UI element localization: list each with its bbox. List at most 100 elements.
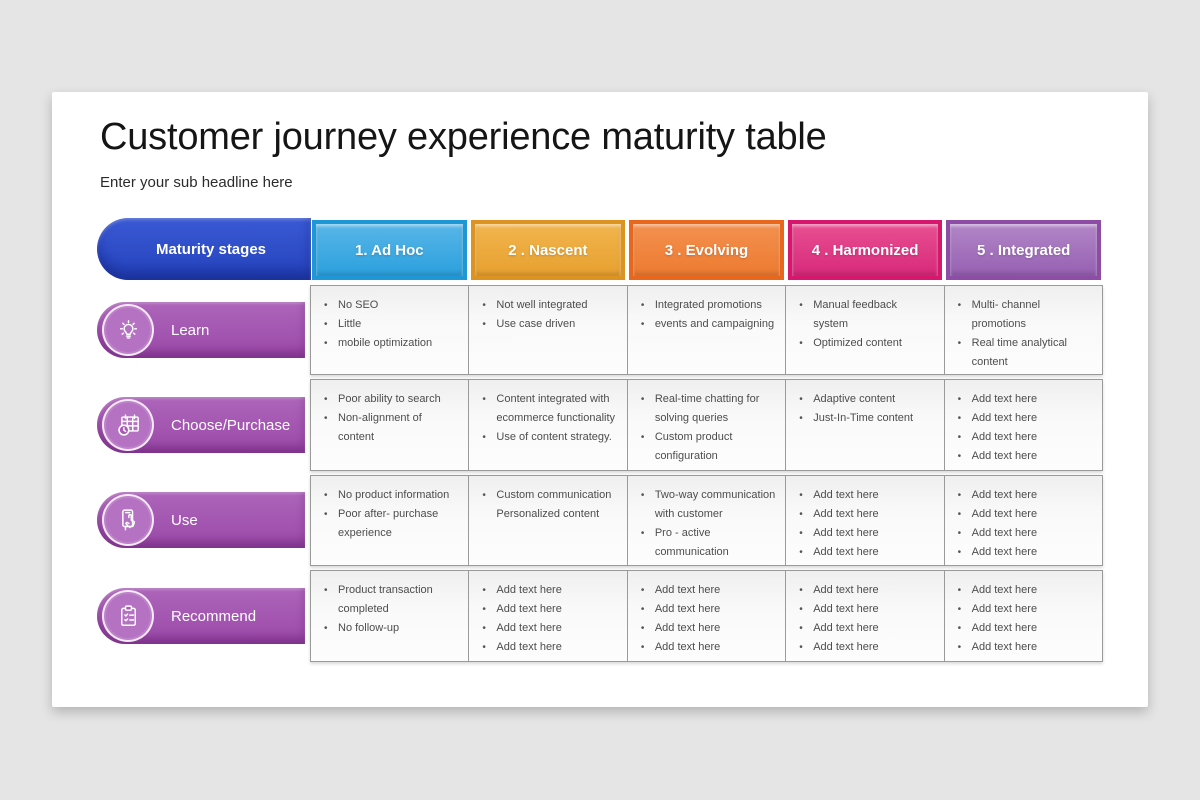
bullet-item: Add text here [479, 600, 620, 619]
page-subtitle: Enter your sub headline here [100, 174, 293, 191]
bullet-item: Non-alignment of content [321, 409, 462, 447]
clipboard-check-icon [102, 590, 154, 642]
bullet-item: Little [321, 315, 462, 334]
bullet-item: Add text here [796, 543, 937, 562]
bullet-item: Custom communication Personalized conten… [479, 486, 620, 524]
matrix-cell-r4-c3: Add text hereAdd text hereAdd text hereA… [628, 571, 787, 661]
bullet-item: events and campaigning [638, 315, 779, 334]
matrix-cell-r2-c4: Adaptive contentJust-In-Time content [786, 380, 945, 470]
row-pill-choose-purchase: Choose/Purchase [97, 397, 305, 453]
bullet-item: Multi- channel promotions [955, 296, 1096, 334]
row-pill-label: Recommend [171, 607, 257, 625]
row-pill-use: Use [97, 492, 305, 548]
bullet-item: Add text here [955, 409, 1096, 428]
page-title: Customer journey experience maturity tab… [100, 116, 827, 158]
matrix-cell-r1-c5: Multi- channel promotionsReal time analy… [945, 286, 1102, 374]
bullet-item: No product information [321, 486, 462, 505]
matrix-cell-r3-c5: Add text hereAdd text hereAdd text hereA… [945, 476, 1102, 565]
bullet-item: Not well integrated [479, 296, 620, 315]
phone-tap-icon [102, 494, 154, 546]
stage-header-label: 1. Ad Hoc [354, 241, 424, 259]
bullet-item: Adaptive content [796, 390, 937, 409]
corner-header-label: Maturity stages [155, 240, 267, 258]
matrix-cell-r2-c2: Content integrated with ecommerce functi… [469, 380, 628, 470]
stage-header-label: 5 . Integrated [976, 241, 1071, 259]
bullet-item: Add text here [955, 638, 1096, 657]
grid-row-2: Poor ability to searchNon-alignment of c… [310, 379, 1103, 471]
bullet-item: Add text here [955, 428, 1096, 447]
stage-header-1: 1. Ad Hoc [312, 220, 467, 280]
bullet-item: Add text here [955, 447, 1096, 466]
bullet-item: Add text here [955, 543, 1096, 562]
bullet-item: Real time analytical content [955, 334, 1096, 372]
bullet-item: Optimized content [796, 334, 937, 353]
bullet-item: Two-way communication with customer [638, 486, 779, 524]
matrix-cell-r3-c2: Custom communication Personalized conten… [469, 476, 628, 565]
bullet-item: Use case driven [479, 315, 620, 334]
maturity-matrix: Maturity stages 1. Ad Hoc 2 . Nascent 3 . … [97, 218, 1105, 678]
matrix-cell-r1-c2: Not well integratedUse case driven [469, 286, 628, 374]
bullet-item: Add text here [479, 619, 620, 638]
bullet-item: Add text here [479, 638, 620, 657]
matrix-cell-r4-c1: Product transaction completedNo follow-u… [311, 571, 470, 661]
bullet-item: Add text here [638, 600, 779, 619]
bullet-item: Poor after- purchase experience [321, 505, 462, 543]
matrix-cell-r2-c5: Add text hereAdd text hereAdd text hereA… [945, 380, 1102, 470]
bullet-item: Add text here [955, 581, 1096, 600]
bullet-item: Add text here [796, 600, 937, 619]
bullet-item: Add text here [955, 390, 1096, 409]
bullet-item: Add text here [796, 486, 937, 505]
bullet-item: mobile optimization [321, 334, 462, 353]
bullet-item: Add text here [638, 638, 779, 657]
stage-header-2: 2 . Nascent [470, 220, 626, 280]
matrix-cell-r3-c1: No product informationPoor after- purcha… [311, 476, 470, 565]
bullet-item: Add text here [796, 619, 937, 638]
matrix-cell-r1-c3: Integrated promotionsevents and campaign… [628, 286, 787, 374]
matrix-cell-r4-c5: Add text hereAdd text hereAdd text hereA… [945, 571, 1102, 661]
grid-row-4: Product transaction completedNo follow-u… [310, 570, 1103, 662]
bullet-item: Add text here [955, 486, 1096, 505]
stage-header-5: 5 . Integrated [946, 220, 1101, 280]
stage-header-3: 3 . Evolving [629, 220, 784, 280]
grid-row-3: No product informationPoor after- purcha… [310, 475, 1103, 566]
bullet-item: No SEO [321, 296, 462, 315]
bullet-item: Add text here [479, 581, 620, 600]
row-pill-label: Learn [171, 321, 210, 339]
bullet-item: Add text here [638, 619, 779, 638]
bullet-item: Use of content strategy. [479, 428, 620, 447]
bullet-item: Custom product configuration [638, 428, 779, 466]
calendar-clock-icon [102, 399, 154, 451]
bullet-item: Add text here [955, 505, 1096, 524]
row-pill-recommend: Recommend [97, 588, 305, 644]
matrix-cell-r3-c3: Two-way communication with customerPro -… [628, 476, 787, 565]
matrix-grid: No SEOLittlemobile optimization Not well … [310, 285, 1103, 666]
stage-header-label: 3 . Evolving [664, 241, 749, 259]
bullet-item: Add text here [955, 524, 1096, 543]
bullet-item: Pro - active communication [638, 524, 779, 562]
stage-header-label: 2 . Nascent [508, 241, 588, 259]
bullet-item: Add text here [638, 581, 779, 600]
matrix-cell-r4-c4: Add text hereAdd text hereAdd text hereA… [786, 571, 945, 661]
bullet-item: Add text here [955, 600, 1096, 619]
bullet-item: Add text here [796, 581, 937, 600]
matrix-cell-r3-c4: Add text hereAdd text hereAdd text hereA… [786, 476, 945, 565]
bullet-item: No follow-up [321, 619, 462, 638]
bullet-item: Add text here [796, 638, 937, 657]
matrix-cell-r1-c4: Manual feedback systemOptimized content [786, 286, 945, 374]
bullet-item: Add text here [796, 524, 937, 543]
row-pill-label: Use [171, 511, 198, 529]
bullet-item: Poor ability to search [321, 390, 462, 409]
row-pill-learn: Learn [97, 302, 305, 358]
bullet-item: Manual feedback system [796, 296, 937, 334]
bullet-item: Real-time chatting for solving queries [638, 390, 779, 428]
corner-header-maturity-stages: Maturity stages [97, 218, 311, 280]
bullet-item: Add text here [955, 619, 1096, 638]
matrix-cell-r4-c2: Add text hereAdd text hereAdd text hereA… [469, 571, 628, 661]
matrix-cell-r2-c3: Real-time chatting for solving queriesCu… [628, 380, 787, 470]
bullet-item: Integrated promotions [638, 296, 779, 315]
bullet-item: Product transaction completed [321, 581, 462, 619]
bullet-item: Just-In-Time content [796, 409, 937, 428]
grid-row-1: No SEOLittlemobile optimization Not well … [310, 285, 1103, 375]
matrix-cell-r2-c1: Poor ability to searchNon-alignment of c… [311, 380, 470, 470]
